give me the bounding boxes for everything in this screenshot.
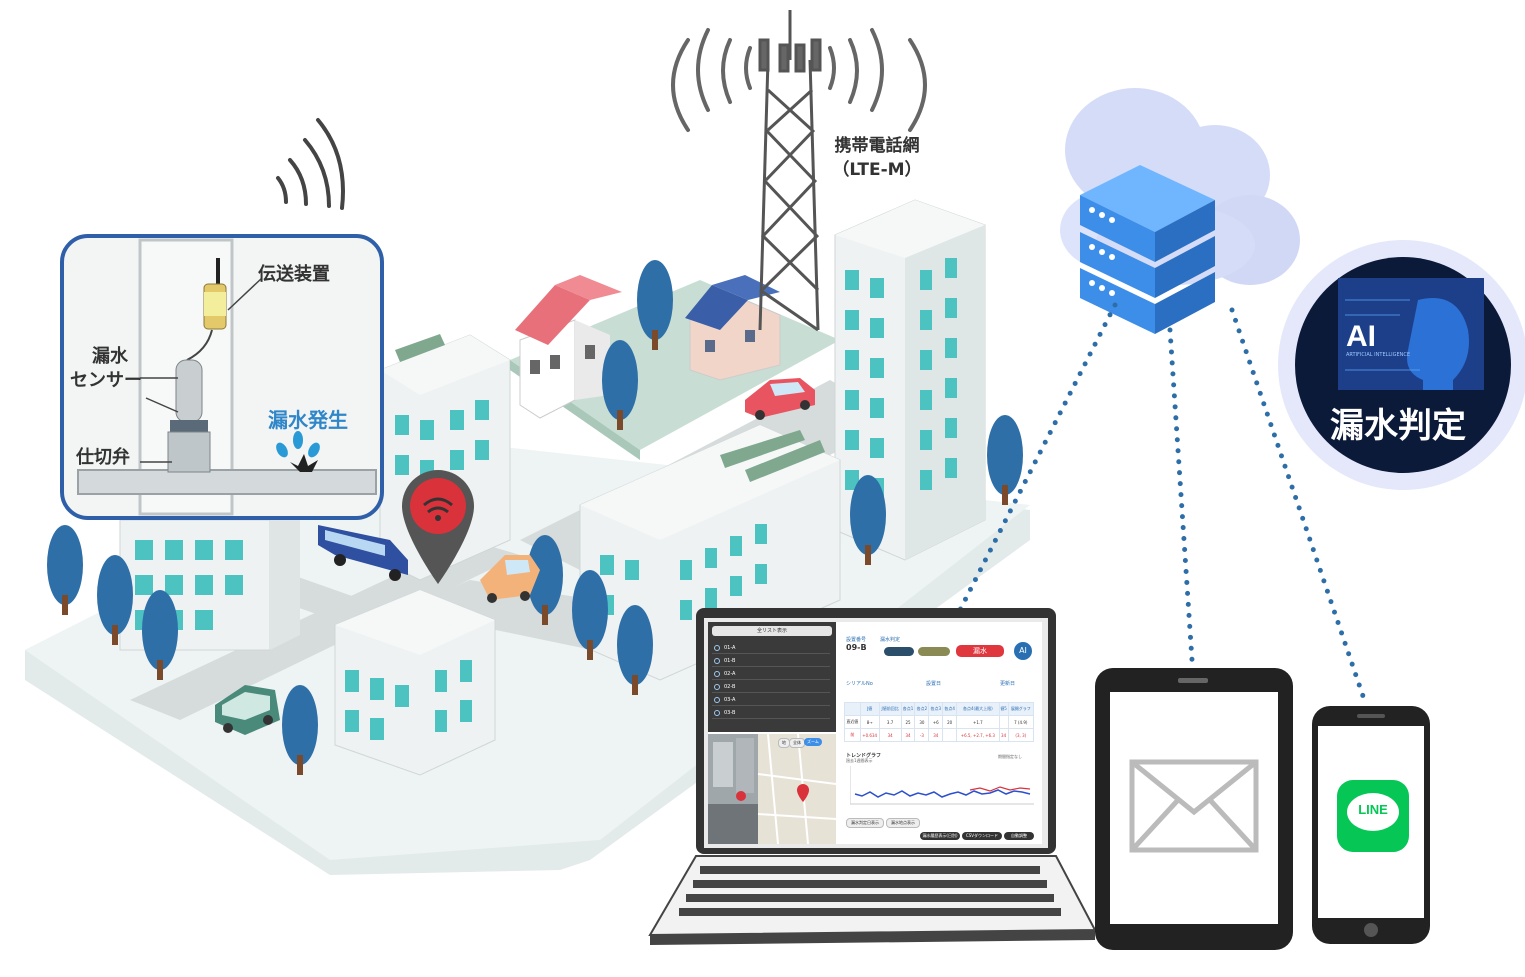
park-area [510,275,840,460]
install-label: 設置日 [926,681,942,687]
map-graphic [708,734,836,844]
leak-history-button[interactable]: 漏水履歴表示(日別) [920,832,960,840]
status-icon [714,658,720,664]
status-icon [714,684,720,690]
list-item[interactable]: 01-B [712,655,830,667]
device-no: 09-B [846,643,867,652]
list-item[interactable]: 02-B [712,681,830,693]
map-panel[interactable]: 地 全体 ズーム [708,734,836,844]
update-label: 更新日 [1000,681,1016,687]
device-no-label: 設置番号 [846,637,867,643]
map-tab[interactable]: 全体 [789,738,805,748]
line-logo-text: LINE [1358,802,1388,817]
leak-date-button[interactable]: 漏水判定日表示 [846,818,884,828]
ai-badge [1278,240,1525,490]
status-icon [714,697,720,703]
status-icon [714,671,720,677]
trend-graph [850,766,1034,805]
serial-label: シリアルNo [846,681,873,687]
auto-adjust-button[interactable]: 自動調整 [1004,832,1034,840]
status-pill-normal [884,647,914,656]
status-icon [714,645,720,651]
leak-sensor-label-2: センサー [70,370,142,391]
map-tab-active[interactable]: ズーム [804,738,822,746]
dashboard-screen: 全リスト表示 01-A 01-B 02-A 02-B 03-A 03-B 地 全… [708,622,1042,844]
network-label-1: 携帯電話網 [834,136,920,156]
ai-badge-label: AI [1346,320,1376,353]
ai-judgement-label: 漏水判定 [1330,406,1466,446]
leak-occurrence-label: 漏水発生 [268,408,348,432]
server-icon [1080,165,1215,334]
gate-valve-label: 仕切弁 [76,447,130,468]
leak-location-pin [402,470,474,584]
device-list-panel: 全リスト表示 01-A 01-B 02-A 02-B 03-A 03-B [708,622,836,732]
inset-radio-waves [276,118,345,210]
cell-tower [758,10,822,332]
transmitter-label: 伝送装置 [258,264,330,285]
trees [47,260,1023,775]
building-right-tall [834,199,986,561]
sensor-inset [60,234,384,520]
list-all-button[interactable]: 全リスト表示 [712,626,832,636]
status-pill-leak: 漏水 [956,645,1004,657]
network-links [957,302,1368,705]
list-item[interactable]: 02-A [712,668,830,680]
network-label-2: （LTE-M） [832,160,922,180]
mail-icon [1129,759,1259,853]
tower-radio-waves [671,28,927,132]
status-pill-caution [918,647,950,656]
trend-title: トレンドグラフ [846,753,882,759]
vehicles [215,378,815,735]
csv-download-button[interactable]: CSVダウンロード [962,832,1002,840]
list-item[interactable]: 03-A [712,694,830,706]
status-icon [714,710,720,716]
list-item[interactable]: 03-B [712,707,830,719]
trend-subtitle: 過去1週間表示 [846,758,873,763]
building-front [334,589,496,776]
ai-badge-sub: ARTIFICIAL INTELLIGENCE [1346,352,1411,358]
leak-point-button[interactable]: 漏水地点表示 [886,818,920,828]
list-item[interactable]: 01-A [712,642,830,654]
judgement-label: 漏水判定 [880,637,901,643]
trend-period-select[interactable]: 期間指定なし [998,754,1022,759]
ai-icon: AI [1014,642,1032,660]
line-bubble-shape [1347,793,1399,831]
leak-sensor-label-1: 漏水 [92,346,128,367]
